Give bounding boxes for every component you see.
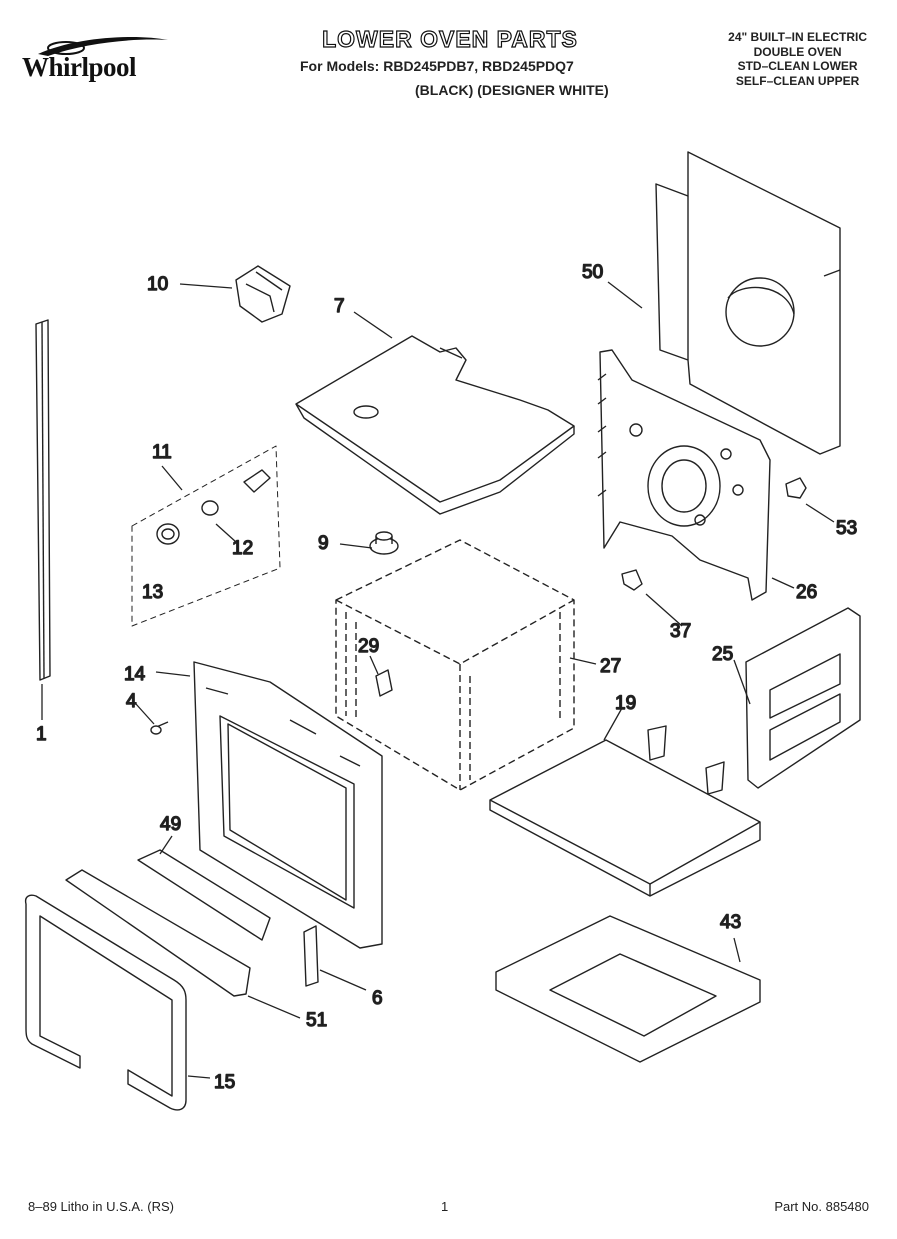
part-43-bottom-pan [495, 915, 761, 1063]
part-19-bottom-shelf [489, 725, 761, 897]
callout-27: 27 [600, 656, 621, 677]
part-50-rear-cover [655, 151, 841, 455]
leader-lines [41, 281, 835, 1079]
callout-10: 10 [147, 274, 168, 295]
callout-50: 50 [582, 262, 603, 283]
page-title: LOWER OVEN PARTS [321, 25, 578, 52]
part-29-bracket [375, 669, 393, 697]
part-25-side-shield [745, 607, 861, 789]
desc-line-1: 24" BUILT–IN ELECTRIC [728, 30, 867, 44]
page-number: 1 [441, 1199, 449, 1214]
logo-emblem [47, 41, 85, 55]
callout-19: 19 [615, 693, 636, 714]
part-6-bracket [303, 925, 319, 987]
part-53-clip [785, 477, 807, 499]
part-10-bracket [235, 265, 291, 323]
callout-12: 12 [232, 538, 253, 559]
callout-4: 4 [126, 691, 137, 712]
desc-line-2: DOUBLE OVEN [753, 44, 842, 59]
part-14-front-frame [193, 661, 383, 949]
callout-13: 13 [142, 582, 163, 603]
callout-51: 51 [306, 1010, 327, 1031]
callout-53: 53 [836, 518, 857, 539]
logo-swoosh [38, 36, 168, 56]
callout-43: 43 [720, 912, 741, 933]
desc-line-4: SELF–CLEAN UPPER [735, 73, 860, 88]
part-12-knob-small [201, 500, 219, 516]
model-variants: (BLACK) (DESIGNER WHITE) [415, 82, 609, 98]
callout-49: 49 [160, 814, 181, 835]
part-49-vent-trim [137, 849, 271, 941]
part-1-trim-strip [35, 319, 51, 681]
callout-11: 11 [152, 442, 172, 463]
callout-26: 26 [796, 582, 817, 603]
part-15-gasket [24, 894, 187, 1111]
product-description: 24" BUILT–IN ELECTRIC DOUBLE OVEN STD–CL… [728, 30, 867, 88]
part-27-oven-cavity [335, 539, 575, 791]
parts-11-12-13-group [131, 445, 281, 627]
part-51-lower-trim [65, 869, 251, 997]
part-4-screw [150, 721, 169, 735]
callout-15: 15 [214, 1072, 235, 1093]
callout-7: 7 [334, 296, 345, 317]
part-37-small-bracket [621, 569, 643, 591]
part-26-back-frame [597, 349, 771, 601]
callout-6: 6 [372, 988, 383, 1009]
callout-14: 14 [124, 664, 146, 685]
callout-25: 25 [712, 644, 733, 665]
callout-9: 9 [318, 533, 329, 554]
callout-labels: 10 7 50 11 12 13 9 53 26 29 27 37 14 4 1… [35, 261, 858, 1093]
whirlpool-logo [38, 36, 168, 56]
part-13-knob-large [156, 523, 180, 545]
brand-name: Whirlpool [22, 52, 137, 82]
callout-29: 29 [358, 636, 379, 657]
part-11-switch [243, 469, 271, 493]
desc-line-3: STD–CLEAN LOWER [737, 59, 858, 73]
part-9-sensor [369, 531, 399, 555]
litho-note: 8–89 Litho in U.S.A. (RS) [28, 1199, 174, 1214]
part-7-top-panel [295, 335, 575, 515]
part-number: Part No. 885480 [774, 1199, 869, 1214]
model-numbers: For Models: RBD245PDB7, RBD245PDQ7 [300, 58, 574, 74]
callout-1: 1 [36, 724, 47, 745]
callout-37: 37 [670, 621, 691, 642]
